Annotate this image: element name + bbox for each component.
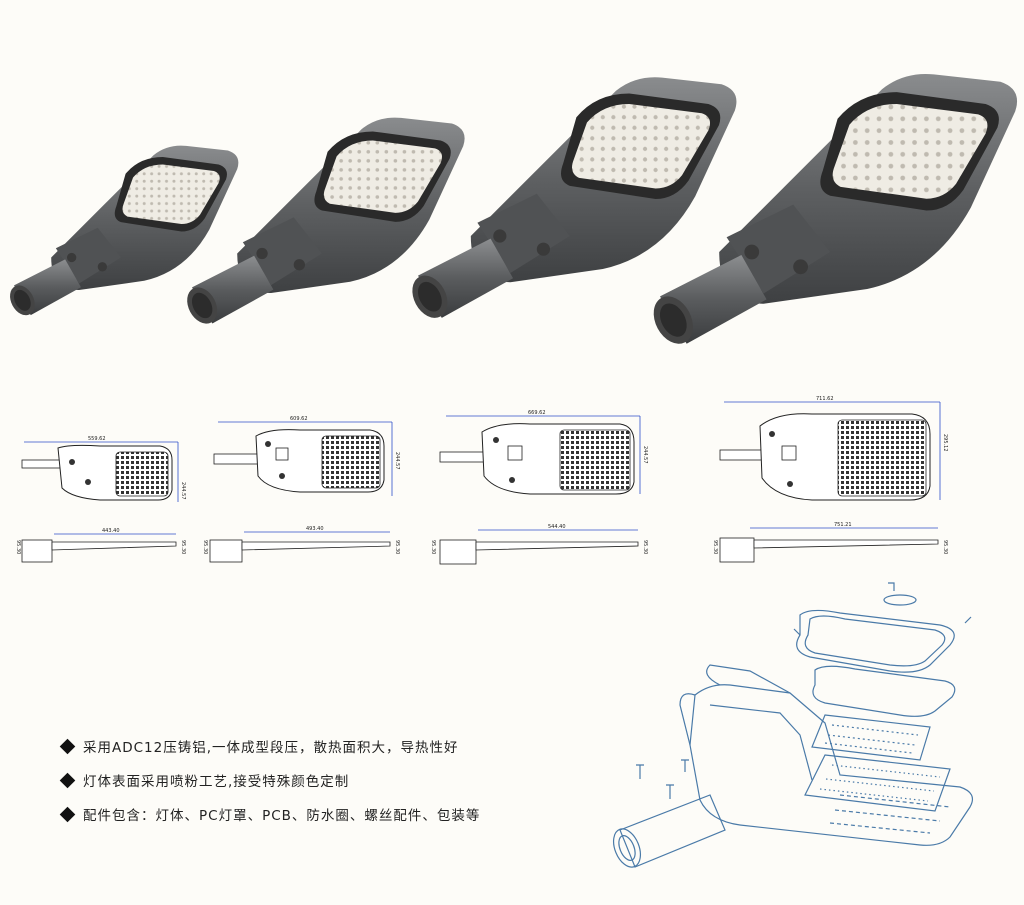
side-view-3-length-label: 544.40 [548, 524, 566, 530]
top-view-1-height-label: 244.57 [180, 482, 186, 500]
diamond-bullet-icon [59, 772, 76, 788]
side-view-4-right-label: 95.30 [942, 540, 948, 554]
feature-text: 灯体表面采用喷粉工艺,接受特殊颜色定制 [83, 774, 350, 790]
side-view-drawing-3: 544.40 95.30 95.30 [430, 524, 648, 565]
exploded-assembly-drawing-icon [612, 582, 973, 868]
side-view-1-right-label: 95.30 [180, 540, 186, 554]
top-view-4-height-label: 295.12 [942, 434, 948, 452]
side-view-1-length-label: 443.40 [102, 528, 120, 534]
feature-item-2: 灯体表面采用喷粉工艺,接受特殊颜色定制 [59, 770, 350, 790]
top-view-2-width-label: 609.62 [290, 416, 308, 422]
side-view-2-right-label: 95.30 [394, 540, 400, 554]
side-view-2-left-label: 95.30 [202, 540, 208, 554]
top-view-1-width-label: 559.62 [88, 436, 106, 442]
feature-item-1: 采用ADC12压铸铝,一体成型段压，散热面积大，导热性好 [59, 736, 459, 756]
side-view-drawing-1: 443.40 95.30 95.30 [15, 528, 186, 563]
top-view-drawing-2: 609.62 244.57 [213, 416, 400, 496]
side-view-3-left-label: 95.30 [430, 540, 436, 554]
side-view-2-length-label: 493.40 [306, 526, 324, 532]
side-view-drawing-2: 493.40 95.30 95.30 [202, 526, 400, 563]
diamond-bullet-icon [59, 806, 76, 822]
top-view-drawing-1: 559.62 244.57 [21, 436, 186, 502]
top-view-3-height-label: 244.57 [642, 446, 648, 464]
top-view-2-height-label: 244.57 [394, 452, 400, 470]
feature-text: 配件包含：灯体、PC灯罩、PCB、防水圈、螺丝配件、包装等 [83, 808, 481, 824]
feature-text: 采用ADC12压铸铝,一体成型段压，散热面积大，导热性好 [83, 740, 459, 756]
top-view-4-width-label: 711.62 [816, 396, 834, 402]
side-view-4-length-label: 751.21 [834, 522, 852, 528]
top-view-drawing-4: 711.62 295.12 [719, 396, 948, 501]
side-view-drawing-4: 751.21 95.30 95.30 [712, 522, 948, 563]
top-view-drawing-3: 669.62 244.57 [439, 410, 648, 495]
diamond-bullet-icon [59, 738, 76, 754]
feature-item-3: 配件包含：灯体、PC灯罩、PCB、防水圈、螺丝配件、包装等 [59, 804, 481, 824]
street-light-product-row [5, 73, 1018, 351]
side-view-1-left-label: 95.30 [15, 540, 21, 554]
technical-drawings: 559.62 244.57 609.62 244.57 669.62 244.5… [15, 396, 948, 565]
side-view-4-left-label: 95.30 [712, 540, 718, 554]
side-view-3-right-label: 95.30 [642, 540, 648, 554]
top-view-3-width-label: 669.62 [528, 410, 546, 416]
